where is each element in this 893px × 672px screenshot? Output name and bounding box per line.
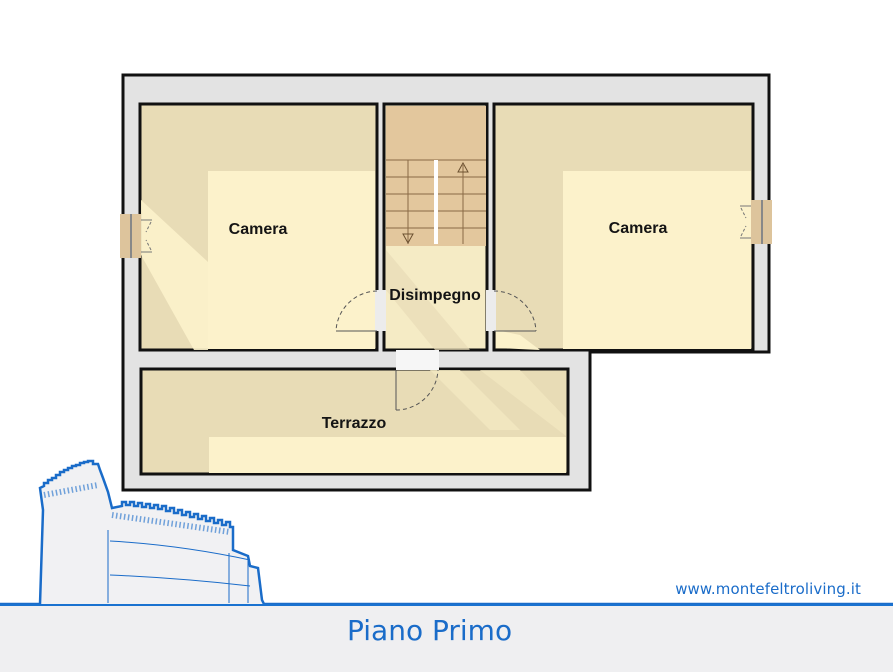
room-terrazzo [139,367,570,476]
room-camera-left [138,102,379,352]
room-label-camera-left: Camera [228,221,288,238]
room-label-terrazzo: Terrazzo [321,415,387,432]
door-swings [335,290,537,411]
floor-title: Piano Primo [347,614,513,647]
stair-up-arrow-icon [457,161,469,173]
room-label-camera-right: Camera [608,220,668,237]
room-camera-right [492,102,755,352]
stair-divider [434,160,438,244]
footer-band [0,604,893,672]
stair-down-arrow-icon [402,233,414,245]
website-link[interactable]: www.montefeltroliving.it [675,580,861,598]
window-left [120,214,152,258]
door-opening-camera-right [486,290,496,331]
room-label-disimpegno: Disimpegno [389,287,481,304]
door-opening-camera-left [375,290,386,331]
door-opening-terrazzo [396,350,439,370]
window-right [740,200,772,244]
